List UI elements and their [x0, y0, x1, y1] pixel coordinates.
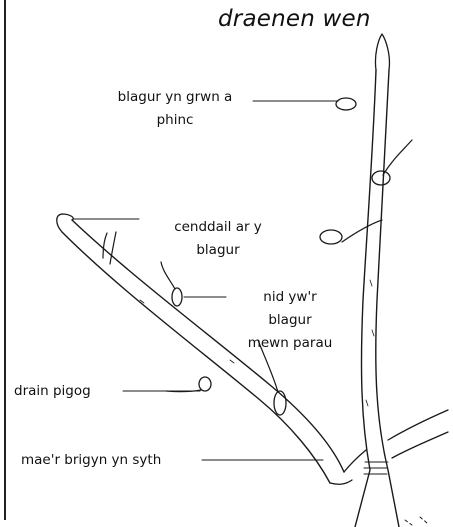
bud-main-middle: [372, 171, 390, 185]
side-shoot: [103, 232, 116, 264]
side-terminal-bud: [57, 214, 74, 232]
leaf-side-1: [161, 262, 175, 289]
bud-main-lower: [320, 230, 342, 244]
leaf-main-2: [342, 220, 382, 242]
bud-side-1: [172, 288, 182, 306]
terminal-bud-top: [375, 34, 389, 70]
bud-side-3: [274, 391, 286, 415]
bud-side-2: [199, 377, 211, 391]
label-leaves-on-bud: cenddail ar y blagur: [158, 216, 278, 262]
label-spines: drain pigog: [14, 380, 91, 403]
leaf-main-1: [383, 140, 412, 175]
label-not-paired: nid yw'r blagur mewn parau: [240, 286, 340, 355]
label-pink-buds: blagur yn grwn a phinc: [95, 86, 255, 132]
label-straight-twig: mae'r brigyn yn syth: [21, 449, 161, 472]
bud-main-upper: [336, 98, 356, 110]
right-branch: [388, 410, 448, 458]
